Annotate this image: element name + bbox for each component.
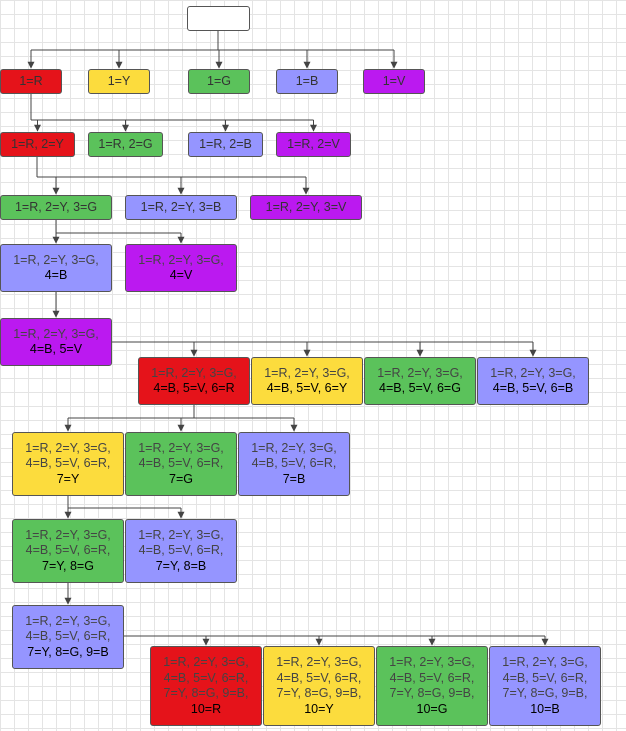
node-label-line: 1=R, 2=Y, 3=G, bbox=[151, 365, 237, 380]
node-label-line: 1=R, 2=Y, 3=G, bbox=[138, 527, 224, 542]
tree-node[interactable]: 1=R, 2=Y, 3=G,4=B, 5=V, 6=R,7=Y, 8=G, 9=… bbox=[12, 605, 124, 669]
node-label-line: 4=B, 5=V, 6=R, bbox=[25, 629, 111, 644]
tree-node[interactable]: 1=R, 2=Y, 3=G,4=B, 5=V, 6=R,7=Y, 8=B bbox=[125, 519, 237, 583]
tree-node[interactable]: 1=R, 2=Y, 3=G,4=B, 5=V, 6=R,7=Y, 8=G, 9=… bbox=[489, 646, 601, 726]
node-label-line: 4=B, 5=V, 6=R, bbox=[389, 670, 475, 685]
node-label-line: 1=R, 2=Y, 3=G, bbox=[389, 655, 475, 669]
node-label-line: 1=G bbox=[207, 73, 231, 88]
tree-node[interactable]: 1=R, 2=Y bbox=[0, 132, 75, 157]
node-label-line: 1=R, 2=Y, 3=G, bbox=[377, 365, 463, 380]
node-label-line: 4=B, 5=V, 6=R bbox=[153, 381, 235, 395]
tree-node[interactable]: 1=G bbox=[188, 69, 250, 94]
tree-node[interactable]: 1=R, 2=Y, 3=G,4=B, 5=V, 6=R,7=Y bbox=[12, 432, 124, 496]
tree-node[interactable]: 1=R, 2=Y, 3=G,4=B, 5=V, 6=R,7=Y, 8=G, 9=… bbox=[263, 646, 375, 726]
tree-node[interactable]: 1=R, 2=Y, 3=G,4=B, 5=V, 6=R,7=Y, 8=G, 9=… bbox=[150, 646, 262, 726]
tree-node[interactable]: 1=R, 2=Y, 3=V bbox=[250, 195, 362, 220]
tree-node[interactable]: 1=Y bbox=[88, 69, 150, 94]
root-node[interactable] bbox=[187, 6, 250, 31]
node-label-line: 4=B, 5=V, 6=R, bbox=[25, 543, 111, 558]
tree-node[interactable]: 1=R, 2=Y, 3=G,4=B, 5=V, 6=R,7=B bbox=[238, 432, 350, 496]
node-label-line: 4=B, 5=V, 6=R, bbox=[138, 456, 224, 471]
tree-node[interactable]: 1=R, 2=V bbox=[276, 132, 351, 157]
node-label-line: 1=Y bbox=[107, 73, 131, 88]
node-label-line: 7=Y, 8=G, 9=B, bbox=[276, 686, 362, 700]
node-label-line: 4=B bbox=[44, 268, 68, 282]
node-label-line: 1=R, 2=Y, 3=G, bbox=[13, 326, 99, 341]
tree-node[interactable]: 1=R, 2=Y, 3=G,4=B, 5=V, 6=R,7=Y, 8=G, 9=… bbox=[376, 646, 488, 726]
node-label-line: 1=R, 2=Y, 3=G, bbox=[264, 365, 350, 380]
tree-node[interactable]: 1=R, 2=Y, 3=G,4=B, 5=V, 6=R,7=Y, 8=G bbox=[12, 519, 124, 583]
node-label-line: 1=R, 2=Y, 3=G, bbox=[251, 440, 337, 455]
node-label-line: 4=B, 5=V, 6=R, bbox=[163, 670, 249, 685]
node-label-line: 1=R, 2=Y, 3=V bbox=[265, 199, 347, 214]
node-label-line: 4=B, 5=V, 6=R, bbox=[25, 456, 111, 471]
node-label-line: 1=R, 2=Y, 3=G, bbox=[502, 655, 588, 669]
node-label-line: 4=B, 5=V, 6=R, bbox=[138, 543, 224, 558]
node-label-line: 10=G bbox=[416, 701, 448, 716]
tree-node[interactable]: 1=R, 2=Y, 3=G,4=V bbox=[125, 244, 237, 292]
node-label-line: 10=B bbox=[530, 701, 560, 716]
node-label-line: 4=B, 5=V, 6=G bbox=[379, 381, 461, 395]
node-label-line: 4=V bbox=[169, 268, 193, 282]
node-label-line: 7=B bbox=[282, 471, 306, 486]
node-label-line: 1=R, 2=G bbox=[98, 136, 153, 151]
node-label-line: 1=B bbox=[295, 73, 319, 88]
node-label-line: 1=R, 2=Y, 3=G bbox=[14, 199, 98, 214]
node-label-line: 4=B, 5=V, 6=R, bbox=[251, 456, 337, 471]
node-label-line: 4=B, 5=V, 6=Y bbox=[266, 381, 348, 395]
node-label-line: 7=Y, 8=G, 9=B, bbox=[502, 686, 588, 700]
node-label-line: 10=R bbox=[190, 701, 222, 716]
node-label-line: 1=R, 2=Y, 3=G, bbox=[25, 613, 111, 628]
node-label-line: 1=R, 2=Y, 3=G, bbox=[163, 655, 249, 669]
tree-node[interactable]: 1=R, 2=G bbox=[88, 132, 163, 157]
node-label-line: 1=R, 2=B bbox=[199, 136, 252, 151]
node-label-line: 4=B, 5=V, 6=B bbox=[492, 381, 574, 395]
node-label-line: 7=G bbox=[169, 471, 193, 486]
node-label-line: 1=R, 2=V bbox=[287, 136, 340, 151]
node-label-line: 1=R, 2=Y, 3=G, bbox=[138, 440, 224, 455]
node-label-line: 1=R, 2=Y bbox=[11, 136, 64, 151]
tree-node[interactable]: 1=V bbox=[363, 69, 425, 94]
tree-node[interactable]: 1=R, 2=Y, 3=G,4=B, 5=V, 6=B bbox=[477, 357, 589, 405]
node-label-line: 4=B, 5=V bbox=[29, 342, 83, 356]
tree-node[interactable]: 1=R bbox=[0, 69, 62, 94]
node-label-line: 7=Y, 8=G, 9=B, bbox=[163, 686, 249, 700]
tree-node[interactable]: 1=B bbox=[276, 69, 338, 94]
tree-node[interactable]: 1=R, 2=B bbox=[188, 132, 263, 157]
tree-node[interactable]: 1=R, 2=Y, 3=B bbox=[125, 195, 237, 220]
tree-node[interactable]: 1=R, 2=Y, 3=G,4=B, 5=V bbox=[0, 318, 112, 366]
node-label-line: 7=Y, 8=G, 9=B bbox=[27, 644, 109, 659]
node-label-line: 1=R, 2=Y, 3=G, bbox=[25, 440, 111, 455]
node-label-line: 7=Y bbox=[56, 471, 80, 486]
node-label-line: 1=R, 2=Y, 3=G, bbox=[490, 365, 576, 380]
tree-node[interactable]: 1=R, 2=Y, 3=G,4=B, 5=V, 6=R,7=G bbox=[125, 432, 237, 496]
node-label-line: 1=V bbox=[382, 73, 406, 88]
node-label-line: 1=R, 2=Y, 3=G, bbox=[276, 655, 362, 669]
node-label-line: 1=R, 2=Y, 3=G, bbox=[25, 527, 111, 542]
node-label-line: 4=B, 5=V, 6=R, bbox=[276, 670, 362, 685]
node-label-line: 4=B, 5=V, 6=R, bbox=[502, 670, 588, 685]
tree-node[interactable]: 1=R, 2=Y, 3=G,4=B, 5=V, 6=G bbox=[364, 357, 476, 405]
tree-node[interactable]: 1=R, 2=Y, 3=G bbox=[0, 195, 112, 220]
node-label-line: 7=Y, 8=B bbox=[155, 558, 207, 573]
node-label-line: 1=R, 2=Y, 3=B bbox=[140, 199, 222, 214]
node-label-line: 1=R, 2=Y, 3=G, bbox=[138, 252, 224, 267]
node-label-line: 10=Y bbox=[304, 701, 334, 716]
node-label-line: 1=R, 2=Y, 3=G, bbox=[13, 252, 99, 267]
node-label-line: 1=R bbox=[19, 73, 43, 88]
tree-node[interactable]: 1=R, 2=Y, 3=G,4=B, 5=V, 6=R bbox=[138, 357, 250, 405]
node-label-line: 7=Y, 8=G bbox=[42, 558, 94, 573]
tree-node[interactable]: 1=R, 2=Y, 3=G,4=B, 5=V, 6=Y bbox=[251, 357, 363, 405]
node-label-line: 7=Y, 8=G, 9=B, bbox=[389, 686, 475, 700]
tree-node[interactable]: 1=R, 2=Y, 3=G,4=B bbox=[0, 244, 112, 292]
